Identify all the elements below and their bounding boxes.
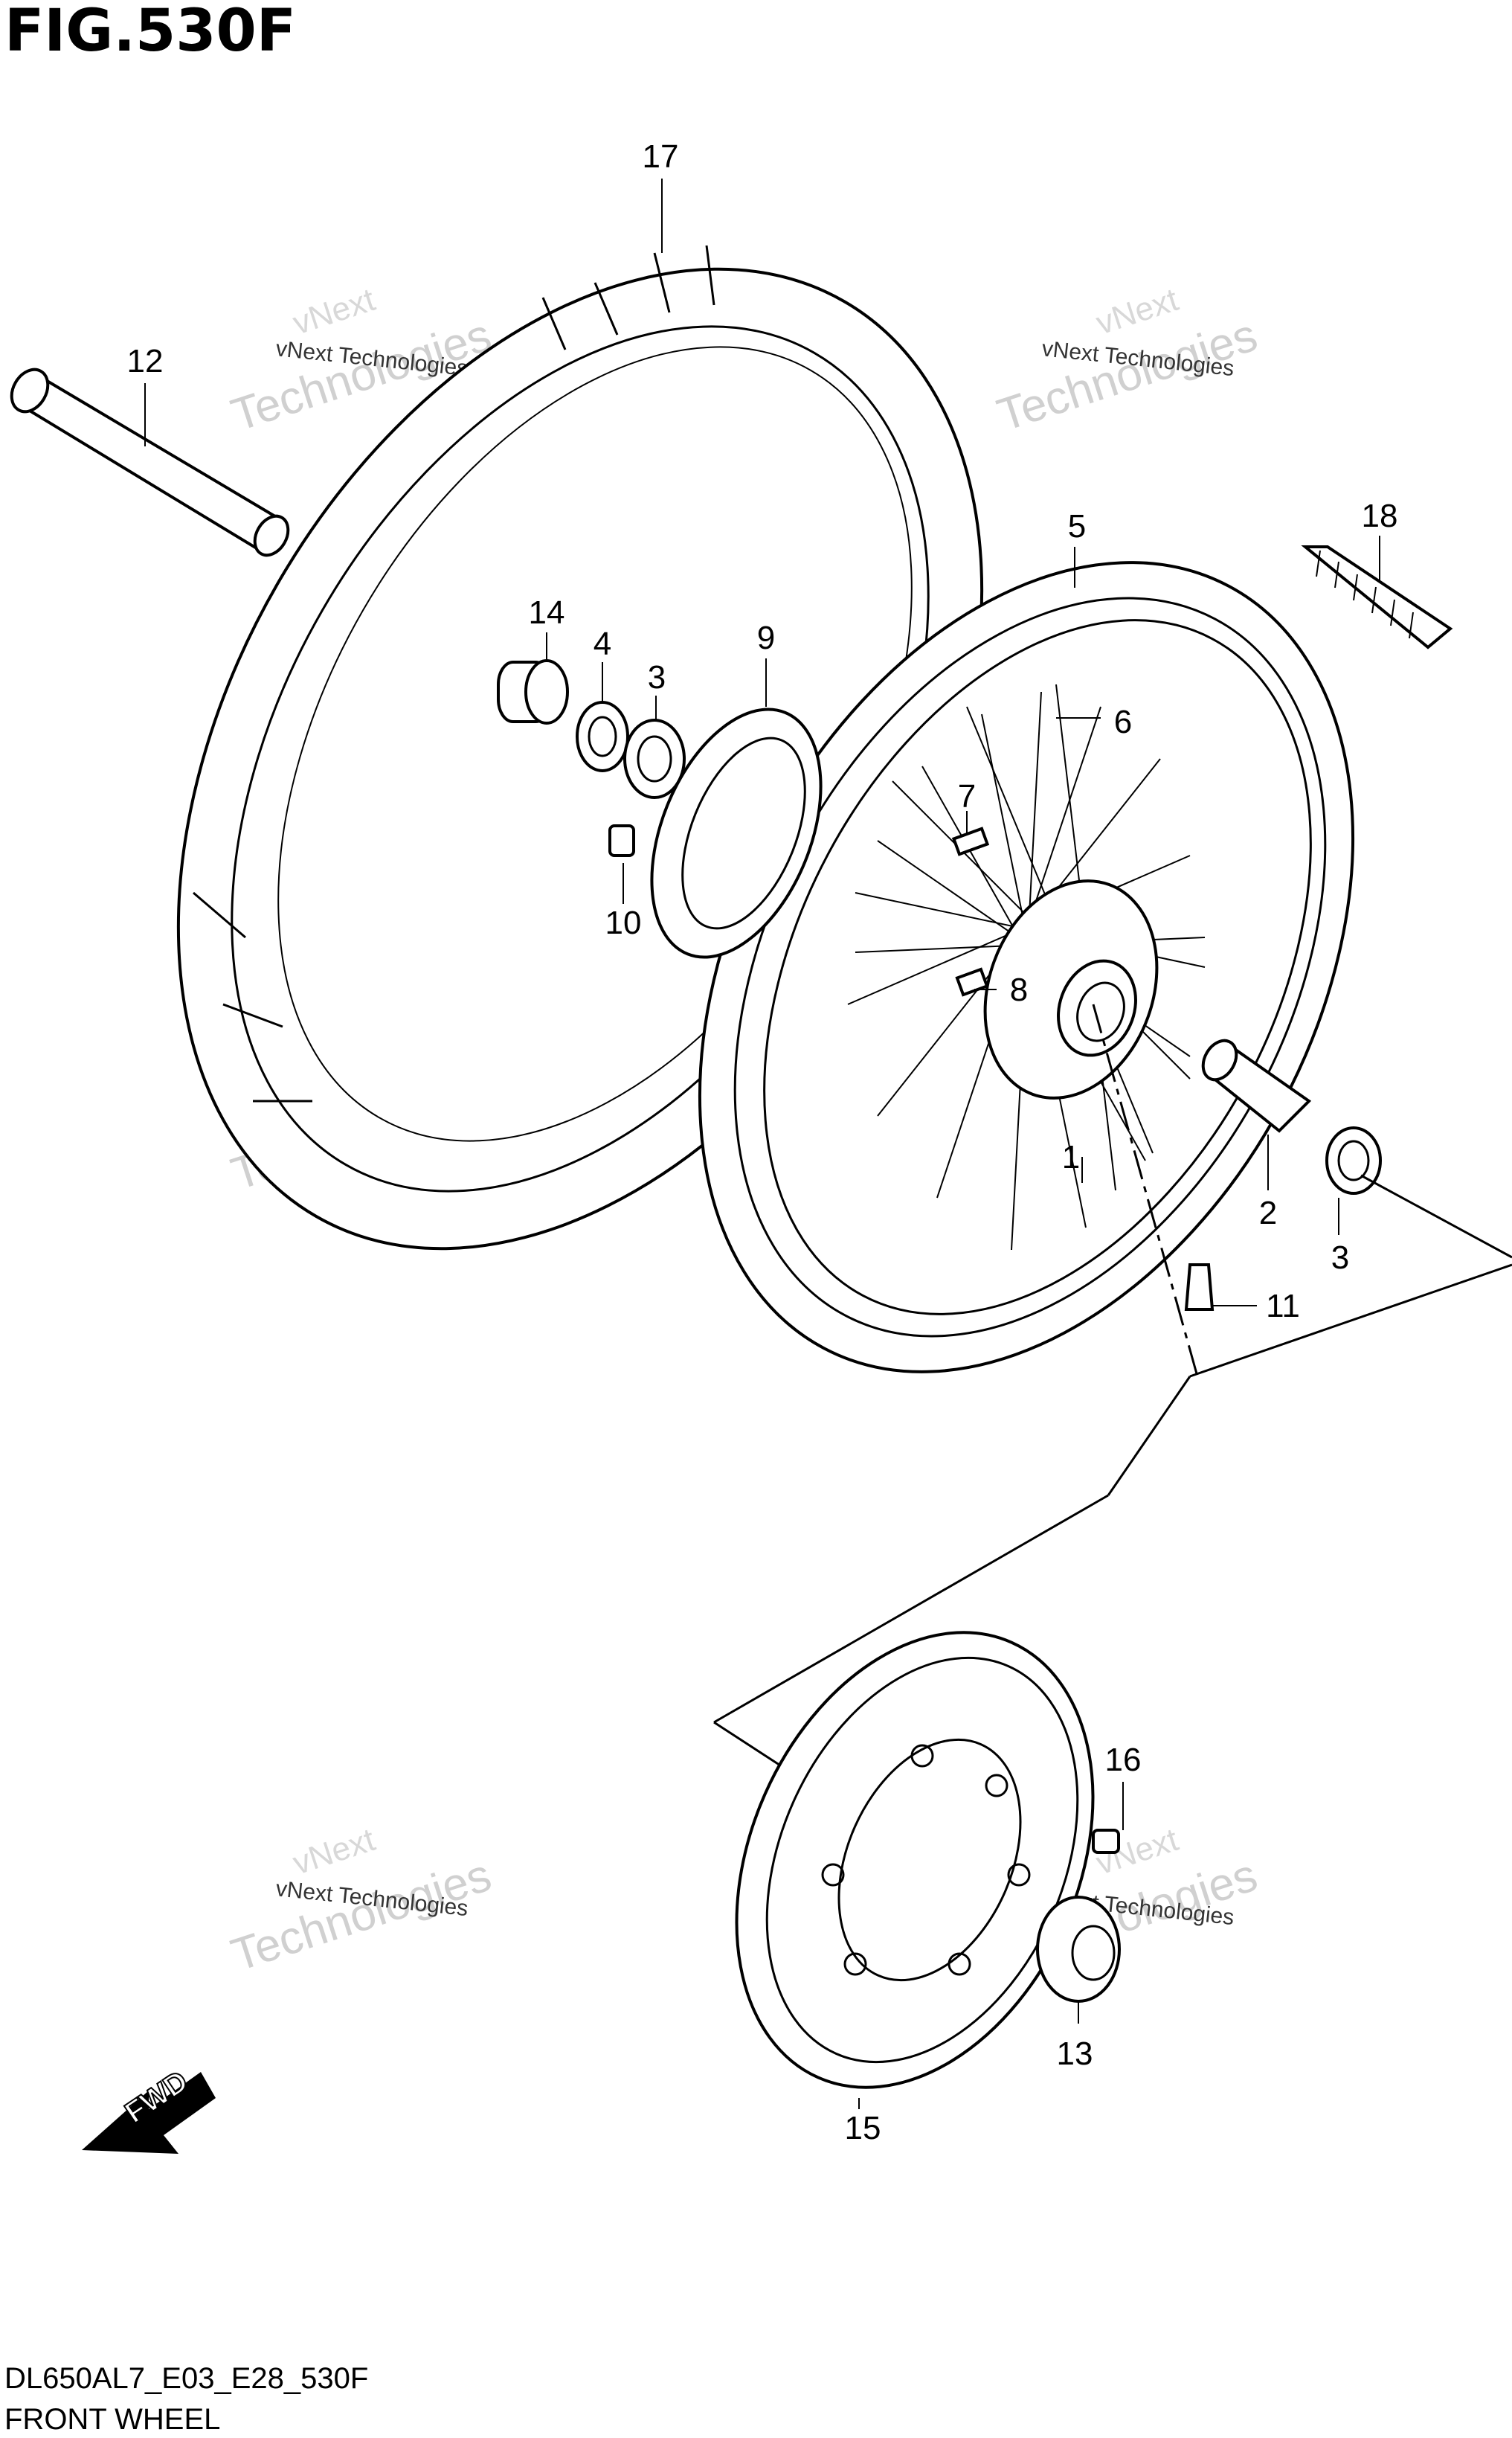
figure-title: FIG.530F [4,0,296,65]
callout-3-right: 3 [1331,1239,1349,1276]
callout-1: 1 [1062,1139,1080,1175]
callout-3-left: 3 [648,659,666,696]
collar-drawing [1036,1896,1121,2003]
watermark-top-right: vNext Technologies vNext Technologies [991,281,1264,441]
brake-disc-drawing [735,1631,1095,2089]
svg-text:vNext: vNext [1092,281,1183,341]
callout-13: 13 [1057,2036,1093,2072]
callout-17: 17 [643,138,679,175]
callout-5: 5 [1068,508,1086,545]
callout-6: 6 [1114,704,1132,740]
callout-16: 16 [1105,1742,1142,1778]
callout-12: 12 [127,343,164,379]
callout-9: 9 [757,620,775,656]
callout-18: 18 [1362,498,1398,534]
callout-7: 7 [958,778,976,815]
callout-14: 14 [529,594,565,631]
leader-lines [144,179,1380,2109]
assembly-guide-lines [713,1004,1512,1772]
watermark-bottom-left: vNext Technologies vNext Technologies [225,1821,498,1981]
callout-10: 10 [605,905,642,941]
left-hub-parts [497,659,686,799]
callout-15: 15 [845,2110,881,2146]
svg-text:vNext: vNext [289,281,379,341]
screw-drawing [608,824,635,857]
fwd-arrow: FWD [82,2064,216,2154]
disc-bolt-drawing [1092,1829,1120,1854]
figure-code: DL650AL7_E03_E28_530F [4,2362,368,2395]
valve-drawing [1184,1263,1215,1311]
callout-2: 2 [1259,1195,1277,1231]
label-sticker-drawing [1301,545,1453,649]
svg-text:vNext: vNext [289,1821,379,1882]
callout-8: 8 [1010,972,1028,1008]
right-hub-parts [1201,1039,1382,1195]
callout-4: 4 [593,626,611,662]
figure-name: FRONT WHEEL [4,2403,220,2436]
callout-11: 11 [1266,1288,1300,1324]
sensor-ring-drawing [650,708,823,959]
axle-drawing [10,368,290,557]
